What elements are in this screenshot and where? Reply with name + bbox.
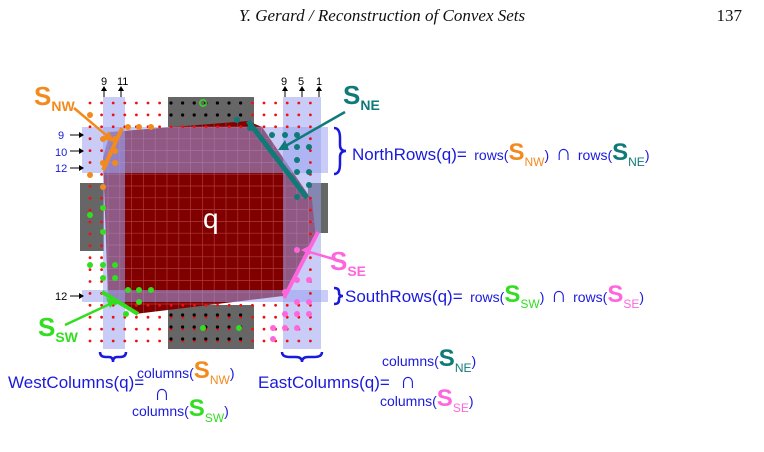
col-label-9-left: 9	[101, 76, 107, 88]
west-columns-formula: WestColumns(q)= columns(SNW) ∩ columns(S…	[8, 357, 234, 425]
s-se-label: SSE	[330, 246, 366, 279]
nw-chain-line	[101, 127, 124, 171]
west-columns-op: ∩	[154, 380, 170, 405]
east-columns-lhs: EastColumns(q)=	[258, 373, 390, 392]
north-rows-formula: NorthRows(q)= rows(SNW) ∩ rows(SNE)	[352, 139, 649, 169]
col-label-9-right: 9	[281, 76, 287, 88]
s-nw-label: SNW	[34, 81, 75, 114]
west-columns-top: columns(SNW)	[137, 357, 234, 387]
east-brace	[280, 351, 324, 363]
s-se-arrow	[305, 249, 338, 262]
east-columns-op: ∩	[400, 368, 416, 393]
east-columns-bottom: columns(SSE)	[380, 385, 474, 415]
ne-chain-line	[246, 119, 309, 200]
sw-chain-line	[100, 290, 140, 316]
east-columns-formula: EastColumns(q)= columns(SNE) ∩ columns(S…	[258, 345, 476, 415]
row-label-12-bottom: 12	[55, 291, 67, 303]
west-columns-lhs: WestColumns(q)=	[8, 373, 144, 392]
s-ne-arrow	[281, 110, 346, 150]
south-row-band	[82, 290, 328, 302]
west-columns-bottom: columns(SSW)	[132, 395, 229, 425]
s-nw-arrow	[73, 107, 113, 141]
page-number: 137	[716, 6, 743, 25]
lattice-points	[87, 99, 312, 343]
se-chain-line	[282, 231, 320, 299]
col-label-11: 11	[117, 76, 128, 88]
south-rows-formula: SouthRows(q)= rows(SSW) ∩ rows(SSE)	[345, 281, 644, 311]
south-brace	[333, 286, 344, 306]
east-columns-top: columns(SNE)	[382, 345, 476, 375]
row-label-9: 9	[58, 130, 64, 142]
col-label-1: 1	[316, 76, 322, 88]
s-sw-arrow	[64, 301, 113, 327]
region-label: q	[203, 203, 219, 234]
west-brace	[98, 351, 128, 363]
col-label-5: 5	[298, 76, 304, 88]
s-sw-label: SSW	[38, 312, 79, 345]
north-brace	[333, 126, 347, 176]
row-label-10: 10	[55, 147, 67, 159]
s-ne-label: SNE	[343, 80, 380, 113]
top-column-labels: 9 11 9 5 1	[101, 76, 322, 97]
row-label-12-top: 12	[55, 163, 67, 175]
left-row-labels: 9 10 12 12	[55, 130, 84, 303]
running-head: Y. Gerard / Reconstruction of Convex Set…	[238, 6, 526, 25]
